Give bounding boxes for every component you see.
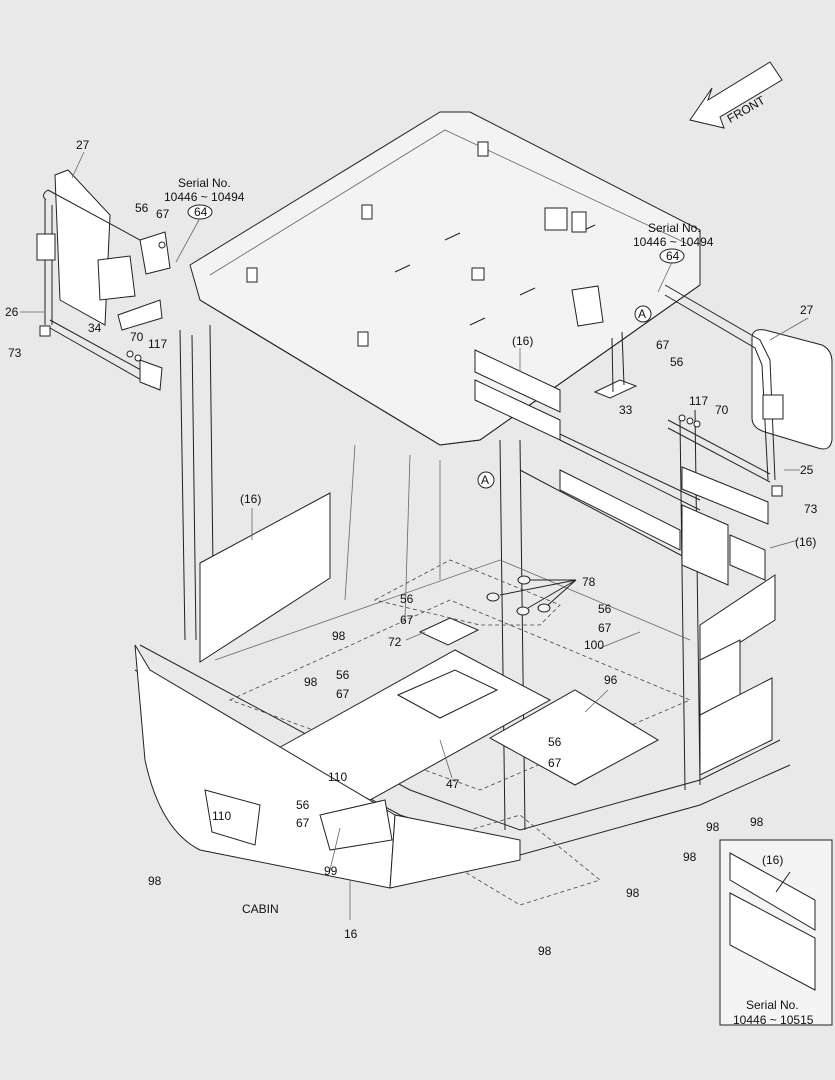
inset-part-label: (16) <box>762 853 783 867</box>
marker-a-right <box>634 305 652 323</box>
serial-left-line1: Serial No. <box>178 176 231 190</box>
callout-67-b: 67 <box>598 621 612 635</box>
callout-100: 100 <box>584 638 604 652</box>
callout-117-right: 117 <box>689 394 708 408</box>
front-direction-arrow: FRONT <box>689 61 783 129</box>
cabin-label: CABIN <box>242 902 279 916</box>
callout-67-a: 67 <box>400 613 414 627</box>
callout-96: 96 <box>604 673 618 687</box>
callout-16-right: (16) <box>795 535 816 549</box>
callout-78: 78 <box>582 575 596 589</box>
callout-56-left: 56 <box>135 201 149 215</box>
part-64-left: 64 <box>194 205 208 219</box>
callout-110-b: 110 <box>212 809 231 823</box>
callout-73-left: 73 <box>8 346 22 360</box>
callout-99: 99 <box>324 864 338 878</box>
callout-70-right: 70 <box>715 403 729 417</box>
callout-56-d: 56 <box>548 735 562 749</box>
right-mirror <box>571 284 833 497</box>
callout-56-right: 56 <box>670 355 684 369</box>
callout-98-c: 98 <box>148 874 162 888</box>
callout-47: 47 <box>446 777 460 791</box>
inset-box <box>719 839 833 1026</box>
callout-56-a: 56 <box>400 592 414 606</box>
left-mirror <box>36 169 171 391</box>
callout-16-bottom: 16 <box>344 927 358 941</box>
callout-56-c: 56 <box>336 668 350 682</box>
part-64-left-circle <box>187 204 213 220</box>
serial-right-line1: Serial No. <box>648 221 701 235</box>
part-64-right: 64 <box>666 249 680 263</box>
leader-lines <box>20 151 809 920</box>
callout-27-right: 27 <box>800 303 814 317</box>
callout-98-d: 98 <box>538 944 552 958</box>
marker-a-right-label: A <box>638 307 646 321</box>
callout-34: 34 <box>88 321 102 335</box>
callout-56-e: 56 <box>296 798 310 812</box>
callout-98-g: 98 <box>706 820 720 834</box>
callout-98-f: 98 <box>683 850 697 864</box>
callout-26: 26 <box>5 305 19 319</box>
callout-67-left: 67 <box>156 207 170 221</box>
callout-98-e: 98 <box>626 886 640 900</box>
serial-right-line2: 10446 ~ 10494 <box>633 235 714 249</box>
callout-56-b: 56 <box>598 602 612 616</box>
rubber-mounts <box>486 575 577 616</box>
callout-110-a: 110 <box>328 770 347 784</box>
callout-67-c: 67 <box>336 687 350 701</box>
marker-a-left-label: A <box>481 473 489 487</box>
marker-a-left <box>477 471 495 489</box>
part-64-right-circle <box>659 248 685 264</box>
panels-16 <box>199 349 776 776</box>
callout-72: 72 <box>388 635 402 649</box>
callout-67-e: 67 <box>296 816 310 830</box>
callout-98-a: 98 <box>332 629 346 643</box>
callout-67-right: 67 <box>656 338 670 352</box>
callout-16-left: (16) <box>240 492 261 506</box>
callout-25: 25 <box>800 463 814 477</box>
callout-73-right: 73 <box>804 502 818 516</box>
callout-98-h: 98 <box>750 815 764 829</box>
callouts: 27 56 67 26 73 34 70 117 27 67 56 33 117… <box>5 138 818 958</box>
front-panels <box>134 644 521 889</box>
inset-serial-line2: 10446 ~ 10515 <box>733 1013 814 1027</box>
serial-left-line2: 10446 ~ 10494 <box>164 190 245 204</box>
callout-98-b: 98 <box>304 675 318 689</box>
callout-33: 33 <box>619 403 633 417</box>
callout-16-top: (16) <box>512 334 533 348</box>
callout-70-left: 70 <box>130 330 144 344</box>
callout-27-left: 27 <box>76 138 90 152</box>
cabin-roof <box>189 111 701 446</box>
inset-serial-line1: Serial No. <box>746 998 799 1012</box>
callout-117-left: 117 <box>148 337 167 351</box>
floor-plates <box>228 559 692 906</box>
callout-67-d: 67 <box>548 756 562 770</box>
